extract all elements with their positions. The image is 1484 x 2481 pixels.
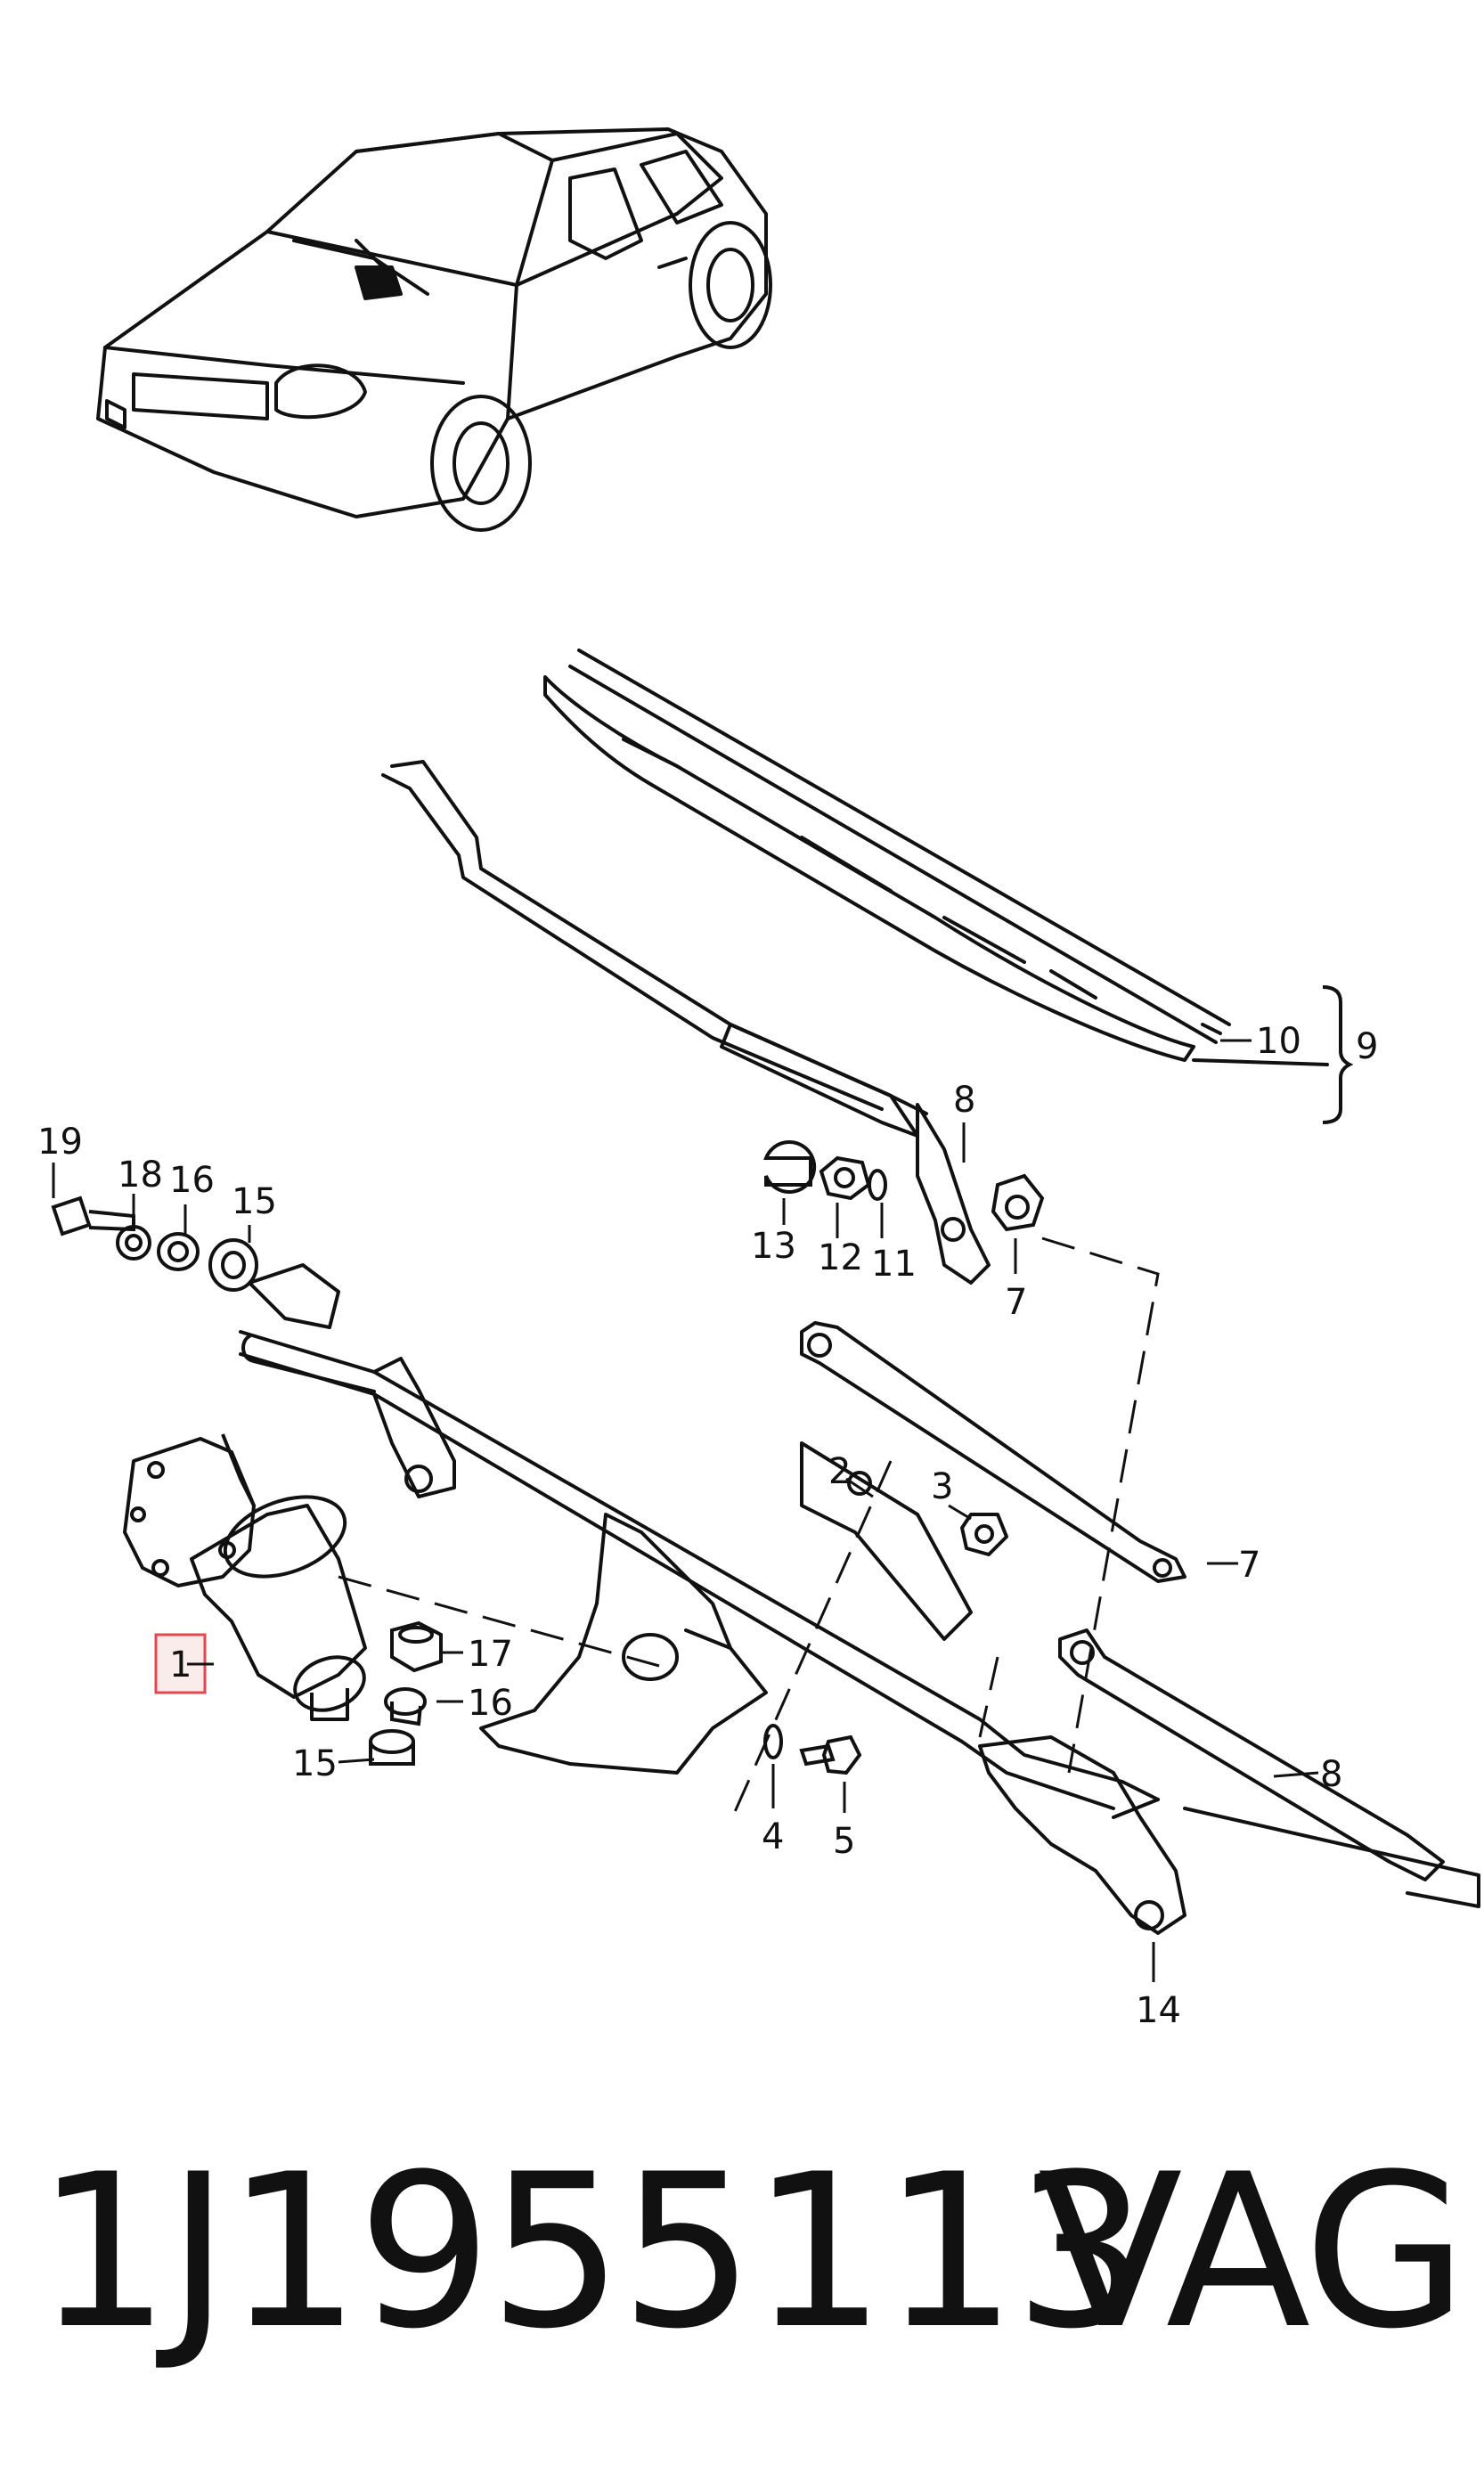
part-number-caption: 1J1955113 VAG <box>36 2129 1468 2414</box>
callout-12: 12 <box>818 1237 863 1278</box>
callout-16-lower: 16 <box>468 1683 513 1724</box>
callout-16-upper: 16 <box>169 1160 215 1201</box>
callout-6: 7 <box>1005 1282 1027 1323</box>
callout-leaders <box>52 1039 1319 1982</box>
callout-10: 10 <box>1256 1021 1301 1062</box>
callout-18: 18 <box>118 1155 163 1196</box>
callout-15-lower: 15 <box>292 1743 338 1784</box>
callout-7-upper: 7 <box>1238 1545 1260 1586</box>
callout-11: 11 <box>871 1244 917 1285</box>
callout-8: 8 <box>953 1080 975 1121</box>
callout-9: 9 <box>1356 1026 1378 1067</box>
callout-7-lower: 8 <box>1320 1754 1342 1795</box>
callout-4: 4 <box>762 1816 784 1857</box>
callout-14: 14 <box>1136 1990 1181 2031</box>
callout-17: 17 <box>468 1634 513 1675</box>
group-bracket-9 <box>1322 985 1354 1124</box>
wiper-motor <box>123 1433 367 1721</box>
dashed-assembly-lines <box>338 1236 1160 1823</box>
callout-15-upper: 15 <box>232 1181 277 1222</box>
callout-19: 19 <box>37 1122 83 1163</box>
callout-1: 1 <box>169 1644 192 1685</box>
callout-labels: 19 18 16 15 8 10 9 13 12 11 7 2 3 7 8 1 … <box>37 1021 1378 2031</box>
brand-label: VAG <box>1038 2129 1468 2376</box>
part-number: 1J1955113 <box>36 2129 1149 2376</box>
callout-5: 5 <box>833 1821 855 1862</box>
fasteners-lower <box>369 1620 862 1775</box>
car-illustration <box>96 127 772 532</box>
wiper-linkage-frame <box>239 1263 1480 1935</box>
callout-2: 2 <box>828 1451 851 1492</box>
wiper-arm-and-blade <box>381 649 1329 1285</box>
callout-13: 13 <box>751 1226 796 1267</box>
callout-3: 3 <box>931 1466 953 1507</box>
